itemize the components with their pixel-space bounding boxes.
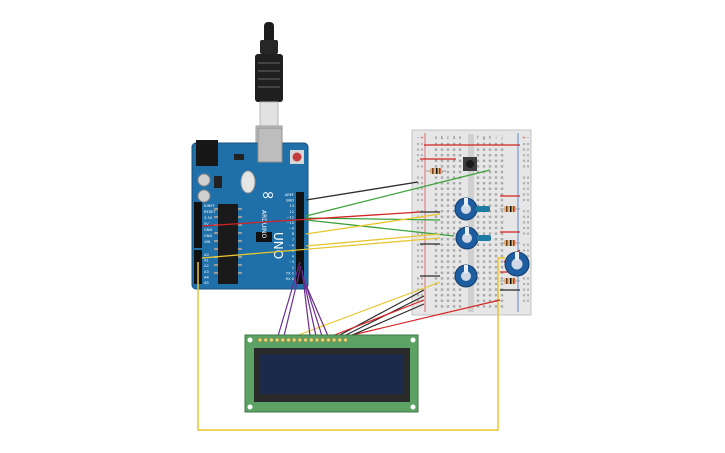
digital-pin-label: 7 [292,238,294,242]
breadboard-column-label: c [447,135,449,140]
breadboard-rail-labels: -++- [417,135,529,141]
analog-pin-label: A3 [204,270,209,274]
power-pin-label: 5V [204,222,209,226]
analog-pin-label: A2 [204,264,209,268]
wire-purple[interactable] [301,269,311,337]
digital-pin-label: GND [286,199,294,203]
wire-yellow-loop[interactable] [197,257,505,431]
potentiometer[interactable] [454,264,478,288]
potentiometer[interactable] [455,226,491,250]
digital-pin-label: 4 [292,255,295,259]
digital-pin-label: ~3 [289,260,294,264]
breadboard-column-label: e [459,135,462,140]
analog-pin-label: A4 [204,275,209,279]
wire-green[interactable] [305,219,455,237]
wire-red[interactable] [201,211,421,227]
analog-pin-label: A0 [204,253,209,257]
digital-pin-label: 13 [289,204,294,208]
lcd-wires [277,261,501,337]
arduino-uno-board[interactable]: ∞ ARDUINO UNO AREFGND1312~11~10~987~6~54… [191,127,309,290]
analog-pin-label: A5 [204,281,209,285]
breadboard-rail-label: + [522,135,526,141]
breadboard-column-label: a [435,135,438,140]
potentiometer[interactable] [454,197,490,221]
reset-button[interactable] [292,152,302,162]
breadboard-column-label: j [500,135,502,140]
breadboard-column-label: b [441,135,444,140]
wire-purple[interactable] [301,271,317,337]
wire-yellow[interactable] [201,237,441,259]
breadboard-column-label: i [495,135,496,140]
digital-pin-label: 12 [289,210,294,214]
power-pin-label: GND [204,228,212,232]
potentiometer[interactable] [504,251,530,277]
resistor [500,240,520,246]
digital-pin-label: 2 [292,266,294,270]
lcd-pin-header [257,337,348,343]
analog-pin-label: A1 [204,259,209,263]
wire-black[interactable] [305,181,419,201]
arduino-brand-label: ARDUINO [260,210,267,239]
breadboard-rail-label: - [527,135,529,141]
digital-header [296,192,304,284]
digital-pin-label: RX 0 [286,277,295,281]
wire-yellow[interactable] [295,281,441,337]
breadboard-column-label: f [477,135,479,140]
power-pin-label: 3.3V [204,216,213,220]
digital-pin-label: AREF [285,193,294,197]
breadboard-column-label: d [453,135,456,140]
resistor [500,278,520,284]
atmega-chip [218,204,238,284]
breadboard-rail-label: + [420,135,424,141]
digital-pin-label: ~9 [289,227,295,231]
wire-purple[interactable] [302,277,329,337]
power-pin-label: GND [204,234,212,238]
wire-red[interactable] [331,299,425,337]
digital-pin-label: ~11 [286,215,294,219]
breadboard-rail-label: - [417,135,419,141]
wire-yellow[interactable] [305,213,441,235]
digital-pin-label: 8 [292,232,295,236]
resistor [426,168,446,174]
power-pin-labels: IOREF RESET 3.3V 5V GND GND VIN [204,204,216,244]
arduino-logo-icon: ∞ [261,185,274,204]
digital-pin-label: TX 1 [285,271,294,275]
lcd-display-16x2[interactable] [244,334,419,413]
wire-purple[interactable] [283,265,302,337]
arduino-model-label: UNO [271,232,285,259]
lcd-screen [260,354,404,394]
digital-pin-label: ~6 [289,243,295,247]
wires [197,144,521,431]
usb-b-port [257,127,283,163]
wire-purple[interactable] [277,261,301,337]
resistor [500,206,520,212]
breadboard-column-label: g [483,135,486,140]
breadboard-column-label: h [489,135,492,140]
wire-red[interactable] [347,299,501,337]
dc-power-jack [196,140,218,166]
power-header [194,202,202,248]
power-pin-label: RESET [204,210,216,214]
wire-black[interactable] [349,303,425,337]
wire-green[interactable] [305,169,491,217]
digital-pin-label: ~10 [286,221,294,225]
wire-yellow[interactable] [305,233,441,247]
power-pin-label: IOREF [204,204,215,208]
power-pin-label: VIN [204,240,211,244]
